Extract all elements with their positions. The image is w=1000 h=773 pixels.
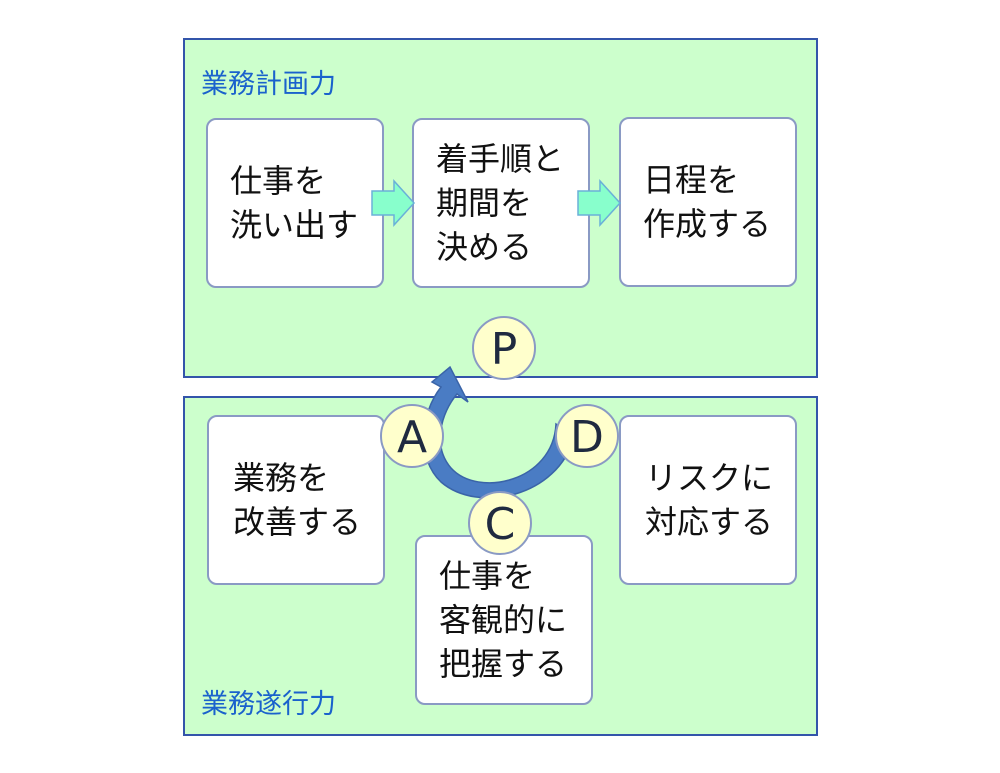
step-create-schedule: 日程を 作成する — [619, 117, 797, 287]
execution-title: 業務遂行力 — [201, 689, 336, 720]
step-handle-risk: リスクに 対応する — [619, 415, 797, 585]
step-decide-order: 着手順と 期間を 決める — [412, 118, 590, 288]
step-wash-out-tasks-label: 仕事を 洗い出す — [230, 162, 359, 244]
step-handle-risk-label: リスクに 対応する — [645, 459, 774, 541]
step-grasp-objectively-label: 仕事を 客観的に 把握する — [439, 557, 568, 683]
planning-title: 業務計画力 — [201, 69, 336, 100]
step-grasp-objectively: 仕事を 客観的に 把握する — [415, 535, 593, 705]
step-improve-work: 業務を 改善する — [207, 415, 385, 585]
step-create-schedule-label: 日程を 作成する — [643, 161, 772, 243]
step-improve-work-label: 業務を 改善する — [233, 459, 362, 541]
step-decide-order-label: 着手順と 期間を 決める — [436, 140, 565, 266]
step-wash-out-tasks: 仕事を 洗い出す — [206, 118, 384, 288]
